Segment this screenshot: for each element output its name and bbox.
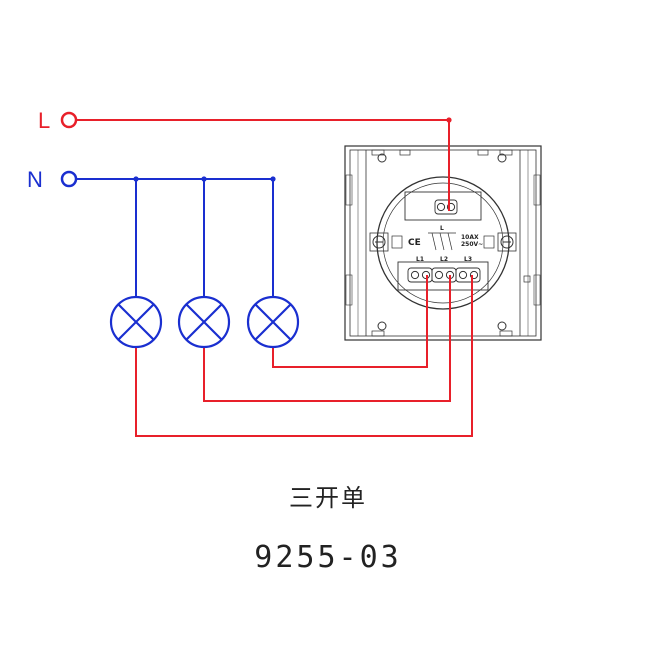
neutral-terminal-icon	[60, 170, 78, 188]
neutral-junction-dot-1	[133, 176, 139, 182]
neutral-terminal-label: N	[27, 167, 43, 192]
lamp-1	[109, 295, 163, 349]
neutral-junction-dot-3	[270, 176, 276, 182]
switch-output-label-1: L1	[416, 256, 424, 263]
switch-live-terminal-label: L	[440, 225, 444, 232]
diagram-title: 三开单	[289, 484, 367, 512]
output-wire-l2	[203, 275, 451, 402]
faceplate-inner	[349, 149, 537, 337]
lamp-2	[177, 295, 231, 349]
live-terminal-icon	[60, 111, 78, 129]
ce-mark: CE	[408, 238, 421, 248]
neutral-wires	[77, 178, 274, 297]
switch-rating-line2: 250V~	[461, 241, 483, 248]
switch-output-label-2: L2	[440, 256, 448, 263]
output-wire-l3	[135, 275, 473, 437]
faceplate-outer	[344, 145, 542, 341]
live-terminal-label: L	[38, 108, 50, 133]
switch-output-label-3: L3	[464, 256, 472, 263]
live-junction-dot	[446, 117, 452, 123]
lamp-3	[246, 295, 300, 349]
switch-rating-line1: 10AX	[461, 234, 479, 241]
live-wires	[77, 119, 473, 437]
mechanism-body	[376, 176, 510, 310]
neutral-junction-dot-2	[201, 176, 207, 182]
output-wire-l1	[272, 275, 428, 368]
model-number: 9255-03	[254, 540, 402, 575]
switch-device	[344, 145, 542, 341]
